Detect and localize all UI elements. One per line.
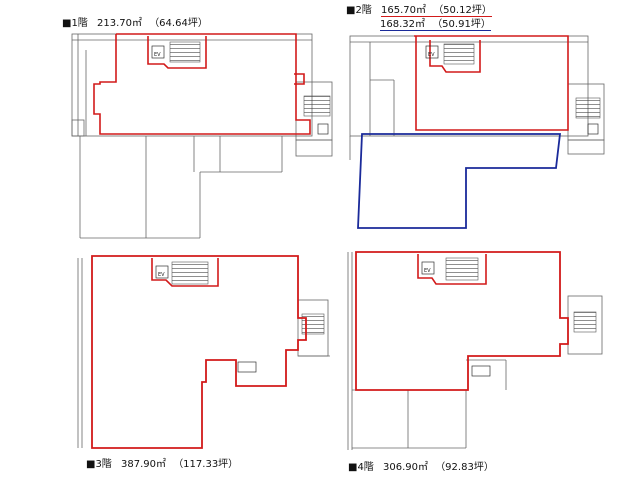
floor-2-tsubo-red: （50.12坪） (433, 5, 492, 16)
floor-4-plan (347, 251, 603, 450)
f3-ev-tag: EV (158, 272, 165, 278)
f2-ev-tag: EV (428, 52, 435, 58)
floor-3-name: ■3階 (86, 459, 112, 470)
f4-ev-tag: EV (424, 268, 431, 274)
floor-2-tsubo-blue: （50.91坪） (432, 19, 491, 30)
f1-ev-tag: EV (154, 52, 161, 58)
floor-1-name: ■1階 (62, 18, 88, 29)
floor-4-label: ■4階 306.90㎡ （92.83坪） (348, 462, 494, 474)
floor-2-area-blue: 168.32㎡ (380, 19, 425, 30)
floor-3-area: 387.90㎡ (121, 459, 166, 470)
floor-1-area: 213.70㎡ (97, 18, 142, 29)
floor-4-area: 306.90㎡ (383, 462, 428, 473)
floor-3-tsubo: （117.33坪） (173, 459, 239, 470)
floor-4-name: ■4階 (348, 462, 374, 473)
floor-1-tsubo: （64.64坪） (149, 18, 208, 29)
floor-4-tsubo: （92.83坪） (435, 462, 494, 473)
floor-1-label: ■1階 213.70㎡ （64.64坪） (62, 18, 208, 30)
floor-2-area-red: 165.70㎡ (381, 5, 426, 16)
floor-2-name: ■2階 (346, 5, 372, 16)
floor-1-plan (71, 33, 333, 239)
floor-2-plan (349, 35, 605, 229)
floor-3-plan (77, 255, 330, 449)
floor-2-label-blue: 168.32㎡ （50.91坪） (380, 19, 491, 31)
floor-2-label-red: ■2階 165.70㎡ （50.12坪） (346, 5, 492, 17)
floor-3-label: ■3階 387.90㎡ （117.33坪） (86, 459, 238, 471)
